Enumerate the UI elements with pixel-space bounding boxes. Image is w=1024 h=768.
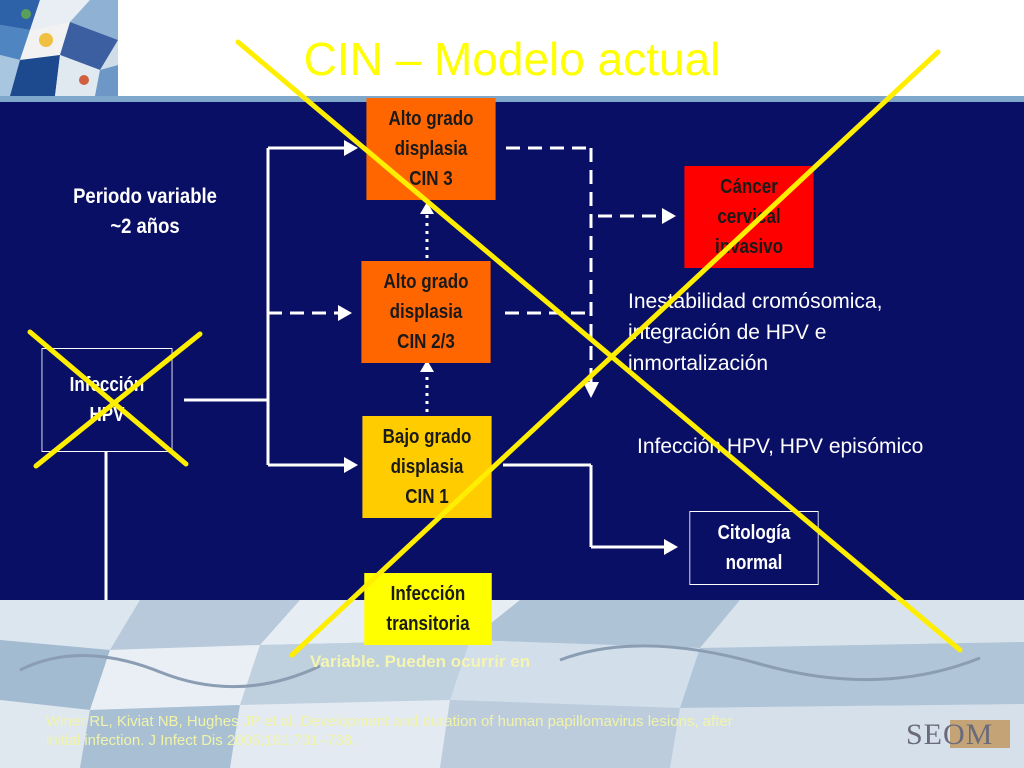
reference-citation: Winer RL, Kiviat NB, Hughes JP et al. De… bbox=[46, 712, 916, 750]
box-citologia: Citología normal bbox=[689, 511, 819, 585]
box-transitoria-label: Infección transitoria bbox=[386, 583, 470, 635]
seom-logo: SEOM bbox=[906, 718, 994, 751]
arrowhead-up-cin3 bbox=[420, 202, 434, 214]
label-inestabilidad-text: Inestabilidad cromósomica, integración d… bbox=[628, 290, 883, 375]
mosaic-decoration-top bbox=[0, 0, 118, 96]
footer-mid-text: Variable. Pueden ocurrir en bbox=[310, 652, 531, 671]
arrowhead-up-cin23 bbox=[420, 360, 434, 372]
cross-large-line-2 bbox=[289, 49, 941, 658]
title-area bbox=[118, 0, 1024, 96]
arrowhead-cin3 bbox=[344, 140, 358, 156]
box-cin1: Bajo grado displasia CIN 1 bbox=[362, 416, 492, 518]
arrowhead-cin23 bbox=[338, 305, 352, 321]
slide-title: CIN – Modelo actual bbox=[303, 33, 721, 85]
label-periodo-text: Periodo variable ~2 años bbox=[73, 185, 217, 238]
box-citologia-label: Citología normal bbox=[717, 522, 791, 574]
label-periodo: Periodo variable ~2 años bbox=[44, 182, 246, 242]
box-cancer: Cáncer cervical invasivo bbox=[684, 166, 814, 268]
header-band bbox=[0, 96, 1024, 102]
arrowhead-cin1 bbox=[344, 457, 358, 473]
box-cin3-label: Alto grado displasia CIN 3 bbox=[388, 108, 474, 190]
cross-small-line-1 bbox=[27, 329, 189, 467]
arrowhead-citologia bbox=[664, 539, 678, 555]
box-cin3: Alto grado displasia CIN 3 bbox=[366, 98, 496, 200]
label-inestabilidad: Inestabilidad cromósomica, integración d… bbox=[628, 286, 1018, 379]
box-cin1-label: Bajo grado displasia CIN 1 bbox=[382, 426, 472, 508]
reference-line-1: Winer RL, Kiviat NB, Hughes JP et al. De… bbox=[46, 713, 733, 730]
cross-small-line-2 bbox=[33, 331, 203, 469]
arrowhead-cancer bbox=[662, 208, 676, 224]
box-transitoria: Infección transitoria bbox=[364, 573, 492, 645]
box-cin23-label: Alto grado displasia CIN 2/3 bbox=[383, 271, 469, 353]
reference-line-2: initial infection. J Infect Dis 2005;191… bbox=[46, 732, 357, 749]
box-cin23: Alto grado displasia CIN 2/3 bbox=[361, 261, 491, 363]
cross-large-line-1 bbox=[235, 39, 963, 653]
mosaic-image bbox=[0, 0, 118, 96]
arrowhead-down-right bbox=[583, 382, 599, 398]
